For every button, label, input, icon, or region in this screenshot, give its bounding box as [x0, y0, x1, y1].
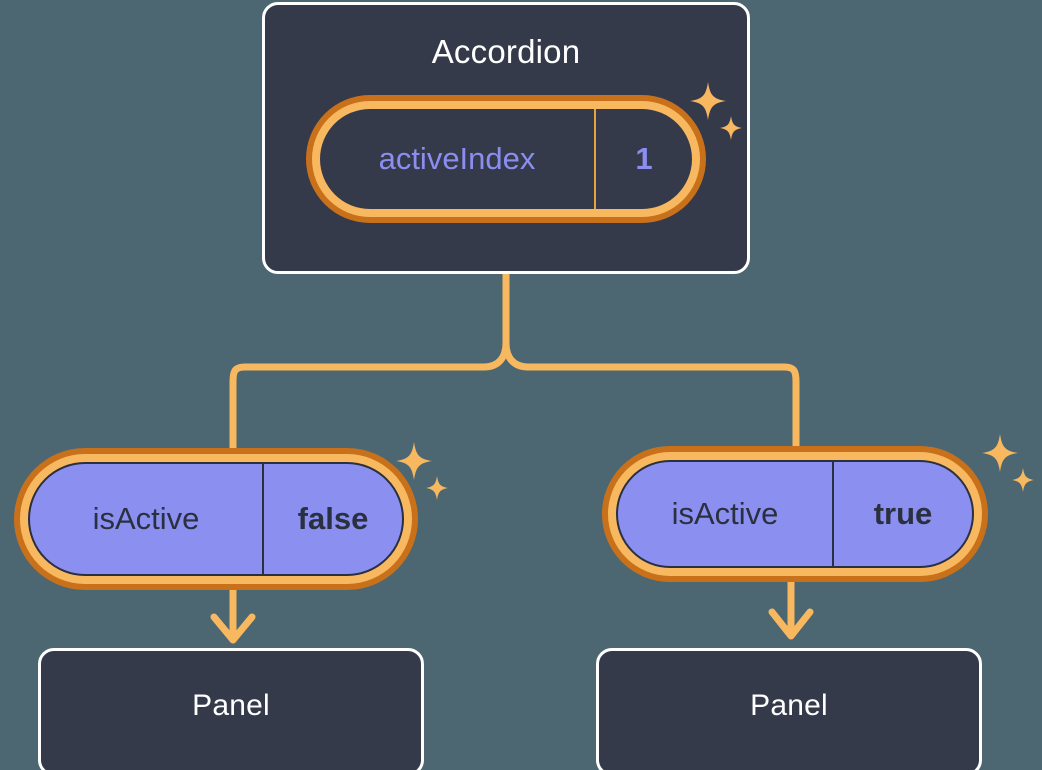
- prop-value-is-active-left: false: [262, 464, 402, 574]
- branch-connector-icon: [229, 270, 510, 453]
- sparkle-four-point-small: [426, 476, 448, 500]
- accordion-card-title: Accordion: [431, 33, 581, 70]
- prop-name-is-active-right: isActive: [671, 496, 779, 531]
- prop-pill-is-active-true[interactable]: isActive true: [602, 446, 988, 582]
- panel-card-title-right: Panel: [750, 689, 828, 722]
- pill-body: isActive true: [616, 460, 974, 568]
- prop-pill-active-index[interactable]: activeIndex 1: [306, 95, 706, 223]
- panel-component-card-right[interactable]: Panel: [596, 648, 982, 770]
- arrow-down-icon-right: [768, 578, 814, 640]
- arrow-down-icon-left: [210, 584, 256, 644]
- prop-value-active-index: 1: [594, 109, 692, 209]
- pill-body: isActive false: [28, 462, 404, 576]
- panel-component-card-left[interactable]: Panel: [38, 648, 424, 770]
- panel-card-title-left: Panel: [192, 689, 270, 722]
- pill-body: activeIndex 1: [320, 109, 692, 209]
- prop-name-active-index: activeIndex: [378, 141, 536, 176]
- prop-name-is-active-left: isActive: [92, 501, 200, 536]
- prop-pill-is-active-false[interactable]: isActive false: [14, 448, 418, 590]
- prop-value-is-active-right: true: [832, 462, 972, 566]
- branch-connector-icon-right: [502, 339, 800, 451]
- sparkle-four-point-small: [1012, 468, 1034, 492]
